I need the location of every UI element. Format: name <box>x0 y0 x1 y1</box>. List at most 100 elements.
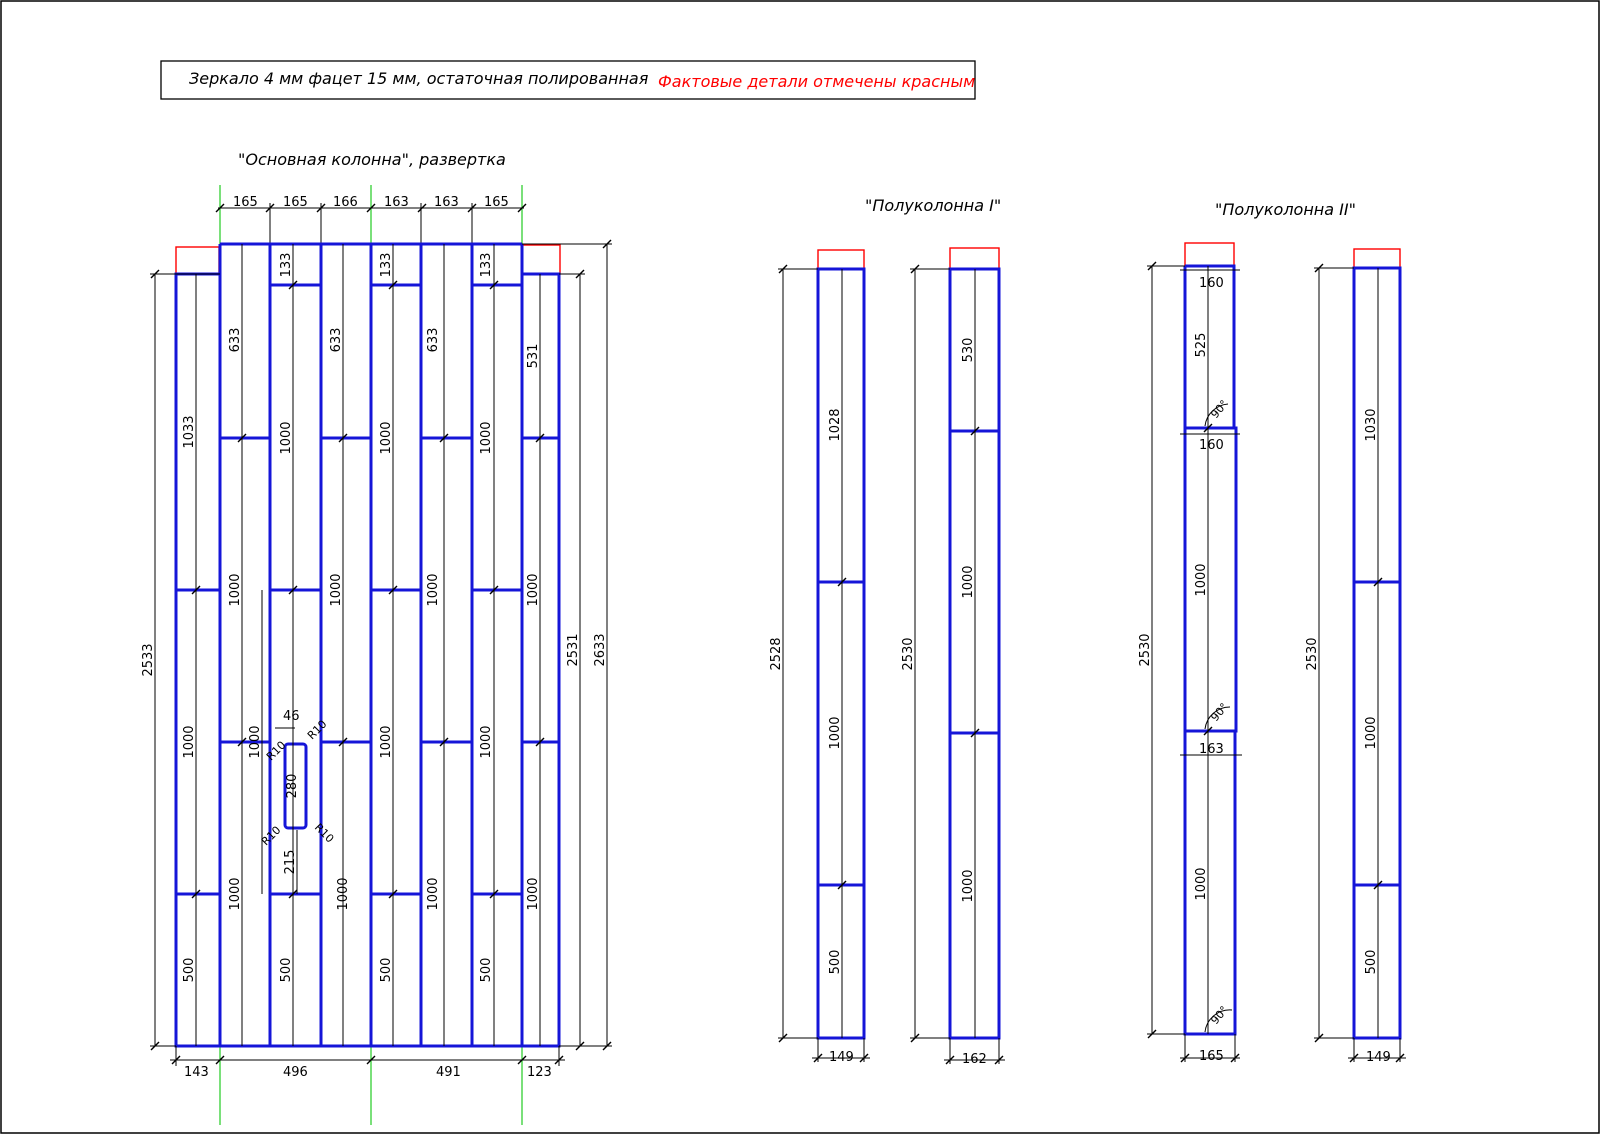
top-dim: 163 <box>384 195 409 210</box>
header-box <box>160 60 976 100</box>
panel-width: 165 <box>1199 1049 1224 1064</box>
overall-ticks <box>150 239 612 1051</box>
bottom-dim: 143 <box>184 1065 209 1080</box>
bottom-dim: 491 <box>436 1065 461 1080</box>
segment-label: 1000 <box>1364 716 1379 749</box>
segment-width: 163 <box>1199 742 1224 757</box>
segment-label: 1000 <box>279 421 294 454</box>
segment-label: 1000 <box>479 421 494 454</box>
highlight-part <box>521 244 561 275</box>
cutout-width: 46 <box>283 709 300 724</box>
panel-grid <box>174 242 561 1048</box>
highlight-part <box>817 249 865 270</box>
segment-label: 1000 <box>961 869 976 902</box>
segment-label: 531 <box>526 344 541 369</box>
bottom-dim: 496 <box>283 1065 308 1080</box>
segment-label: 1000 <box>828 716 843 749</box>
radius-label: R10 <box>312 821 336 845</box>
segment-label: 1000 <box>336 877 351 910</box>
panel-height: 2528 <box>769 637 784 670</box>
segment-width: 160 <box>1199 276 1224 291</box>
panel-width: 149 <box>829 1050 854 1065</box>
segment-label: 1000 <box>228 877 243 910</box>
segment-label: 1000 <box>1194 867 1209 900</box>
panel-outline <box>1183 264 1238 1036</box>
angle-label: 90° <box>1208 1004 1230 1027</box>
panel-dimension-lines <box>1147 265 1242 1062</box>
segment-label: 133 <box>279 253 294 278</box>
segment-label: 1000 <box>479 725 494 758</box>
panel-width: 162 <box>962 1052 987 1067</box>
panel-dimension-lines <box>778 268 870 1062</box>
panel-ticks <box>1147 261 1240 1063</box>
dimension-extensions <box>269 203 473 243</box>
segment-label: 1030 <box>1364 408 1379 441</box>
highlight-part <box>1184 242 1235 267</box>
panel-dimension-lines <box>1314 267 1406 1062</box>
segment-label: 1000 <box>248 725 263 758</box>
highlight-part <box>1353 248 1401 269</box>
bottom-extensions <box>175 1046 560 1066</box>
top-dim: 165 <box>283 195 308 210</box>
highlight-part <box>949 247 1000 270</box>
radius-label: R10 <box>305 718 329 742</box>
highlight-part <box>175 246 220 275</box>
segment-label: 633 <box>426 328 441 353</box>
segment-label: 1000 <box>526 877 541 910</box>
segment-label: 500 <box>182 958 197 983</box>
segment-label: 1000 <box>379 725 394 758</box>
segment-label: 633 <box>329 328 344 353</box>
overall-height-right: 2531 <box>566 633 581 666</box>
cutout-height: 280 <box>285 774 300 799</box>
segment-width: 160 <box>1199 438 1224 453</box>
highlight-note: Фактовые детали отмечены красным <box>658 72 975 91</box>
half-column-1-title: "Полуколонна I" <box>865 196 1001 215</box>
segment-label: 525 <box>1194 333 1209 358</box>
panel-height: 2530 <box>1138 633 1153 666</box>
segment-label: 1028 <box>828 408 843 441</box>
segment-label: 1000 <box>182 725 197 758</box>
segment-label: 500 <box>1364 950 1379 975</box>
panel-width: 149 <box>1366 1050 1391 1065</box>
segment-label: 500 <box>279 958 294 983</box>
segment-label: 1000 <box>426 573 441 606</box>
segment-label: 1000 <box>228 573 243 606</box>
top-dim: 165 <box>233 195 258 210</box>
main-column: 165 165 166 163 163 165 <box>141 185 612 1125</box>
segment-label: 500 <box>828 950 843 975</box>
half-column-1: 2528 500 1000 1028 149 2530 1000 1000 53… <box>769 247 1005 1067</box>
half-column-2-title: "Полуколонна II" <box>1215 200 1356 219</box>
segment-label: 633 <box>228 328 243 353</box>
angle-label: 90° <box>1208 398 1230 421</box>
panel-ticks <box>778 264 869 1063</box>
overall-height-right: 2633 <box>593 633 608 666</box>
top-dim: 165 <box>484 195 509 210</box>
segment-label: 133 <box>479 253 494 278</box>
panel-height: 2530 <box>1305 637 1320 670</box>
radius-label: R10 <box>259 824 283 848</box>
segment-label: 500 <box>379 958 394 983</box>
angle-label: 90° <box>1208 701 1230 724</box>
segment-label: 500 <box>479 958 494 983</box>
segment-label: 530 <box>961 338 976 363</box>
segment-labels: 500 1000 1033 1000 1000 1000 633 500 100… <box>182 253 541 983</box>
panel-ticks <box>910 264 1004 1065</box>
panel-height: 2530 <box>901 637 916 670</box>
material-spec: Зеркало 4 мм фацет 15 мм, остаточная пол… <box>189 69 649 88</box>
segment-label: 1000 <box>961 565 976 598</box>
segment-label: 1000 <box>426 877 441 910</box>
overall-dimension-lines <box>150 243 612 1047</box>
bottom-dim: 123 <box>527 1065 552 1080</box>
segment-label: 133 <box>379 253 394 278</box>
joint-ticks <box>191 280 545 899</box>
segment-label: 1033 <box>182 415 197 448</box>
half-column-2: 2530 1000 1000 525 160 160 163 90° 90° 9… <box>1138 242 1406 1065</box>
panel-ticks <box>1314 263 1405 1063</box>
panel-outline <box>1352 266 1402 1040</box>
dimension-ticks <box>215 203 527 213</box>
segment-dimension-lines <box>195 244 541 1046</box>
segment-label: 1000 <box>1194 563 1209 596</box>
